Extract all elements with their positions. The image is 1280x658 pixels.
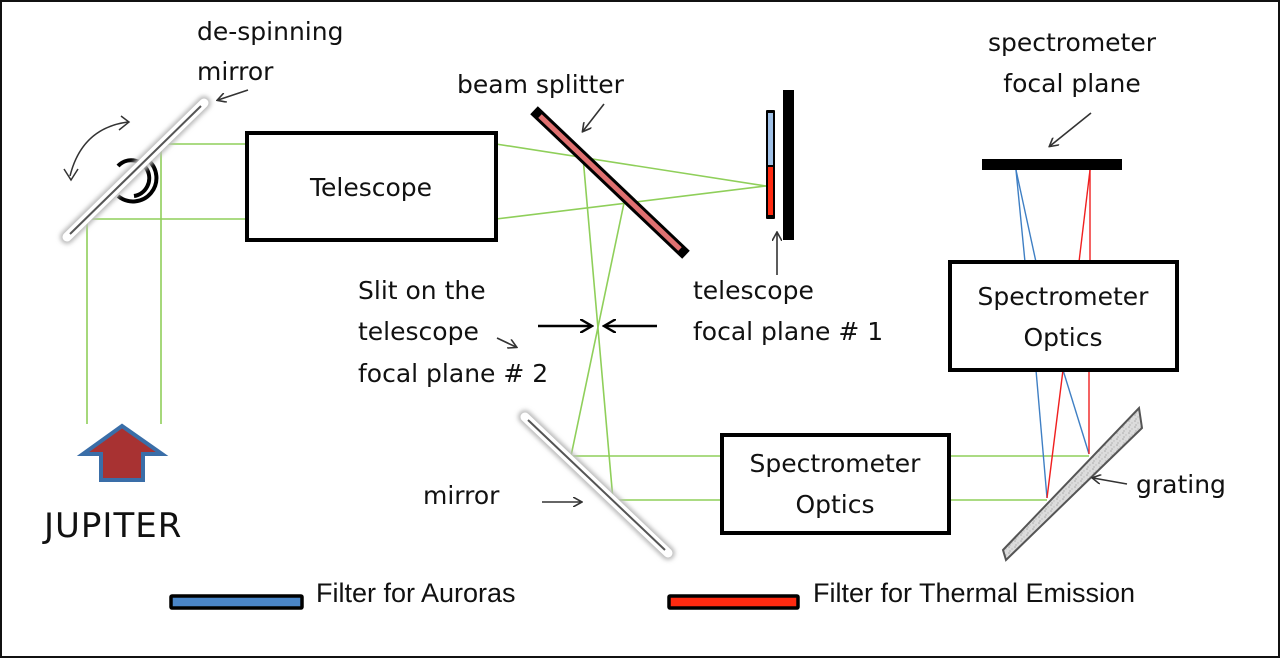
jupiter-label: JUPITER — [42, 506, 182, 546]
splitter-pointer-icon — [583, 103, 605, 131]
spectrometer-optics-bottom: Spectrometer Optics — [720, 433, 951, 535]
aurora-ray-3 — [1015, 169, 1026, 263]
spectrometer-optics-top: Spectrometer Optics — [948, 260, 1179, 372]
despinning-mirror — [60, 96, 211, 244]
legend-item-thermal: Filter for Thermal Emission — [667, 578, 1135, 610]
legend-label-thermal: Filter for Thermal Emission — [813, 578, 1135, 608]
spec-fp-label-1: spectrometer — [988, 28, 1157, 57]
aurora-ray-1 — [1035, 369, 1048, 499]
diffraction-grating — [1001, 405, 1144, 562]
telescope-focal-plane-1 — [766, 90, 794, 240]
mirror-label: mirror — [423, 481, 500, 510]
despin-label-2: mirror — [197, 57, 274, 86]
spec-optics-top-label-2: Optics — [1023, 323, 1102, 352]
slit-label-3: focal plane # 2 — [358, 359, 548, 388]
legend-label-auroras: Filter for Auroras — [316, 578, 516, 608]
folding-mirror — [518, 410, 675, 560]
thermal-swatch-icon — [667, 594, 800, 610]
grating-label: grating — [1136, 470, 1226, 499]
legend-item-auroras: Filter for Auroras — [169, 578, 516, 610]
aurora-ray-4 — [1015, 169, 1037, 263]
spec-fp-label-2: focal plane — [1003, 69, 1140, 98]
ray-split-down-2 — [570, 202, 625, 457]
spec-optics-bottom-label-1: Spectrometer — [750, 449, 922, 478]
grating-pointer-icon — [1093, 478, 1128, 485]
despin-pointer-icon — [218, 89, 249, 100]
telescope-label: Telescope — [309, 173, 432, 202]
aurora-ray-2 — [1062, 369, 1090, 455]
aurora-filter — [768, 113, 773, 165]
legend: Filter for Auroras Filter for Thermal Em… — [169, 578, 1135, 610]
beam-splitter-label: beam splitter — [457, 70, 625, 99]
detector-plate — [783, 90, 794, 240]
spec-optics-top-label-1: Spectrometer — [978, 282, 1150, 311]
spec-fp-pointer-icon — [1050, 112, 1092, 146]
pointer-arrows — [218, 89, 1128, 502]
spectrometer-focal-plane — [982, 159, 1122, 170]
slit-label-1: Slit on the — [358, 276, 486, 305]
fp1-label-2: focal plane # 1 — [693, 317, 883, 346]
thermal-ray-3 — [1078, 169, 1091, 263]
jupiter-arrow-icon — [76, 423, 169, 482]
light-path — [86, 143, 1089, 501]
rotation-axis-icon — [116, 158, 152, 198]
ray-tel-fp1-top — [495, 143, 767, 187]
beam-splitter — [530, 106, 690, 259]
slit-label-2: telescope — [358, 317, 479, 346]
rotation-arrow-icon — [69, 121, 129, 177]
thermal-ray-1 — [1046, 369, 1064, 499]
thermal-filter — [768, 167, 773, 215]
aurora-swatch-icon — [169, 594, 304, 610]
spec-optics-bottom-label-2: Optics — [795, 490, 874, 519]
fp1-label-1: telescope — [693, 276, 814, 305]
dispersed-paths — [1015, 169, 1091, 499]
despin-label-1: de-spinning — [197, 17, 343, 46]
telescope: Telescope — [245, 131, 498, 242]
slit-pointer-icon — [496, 337, 516, 347]
